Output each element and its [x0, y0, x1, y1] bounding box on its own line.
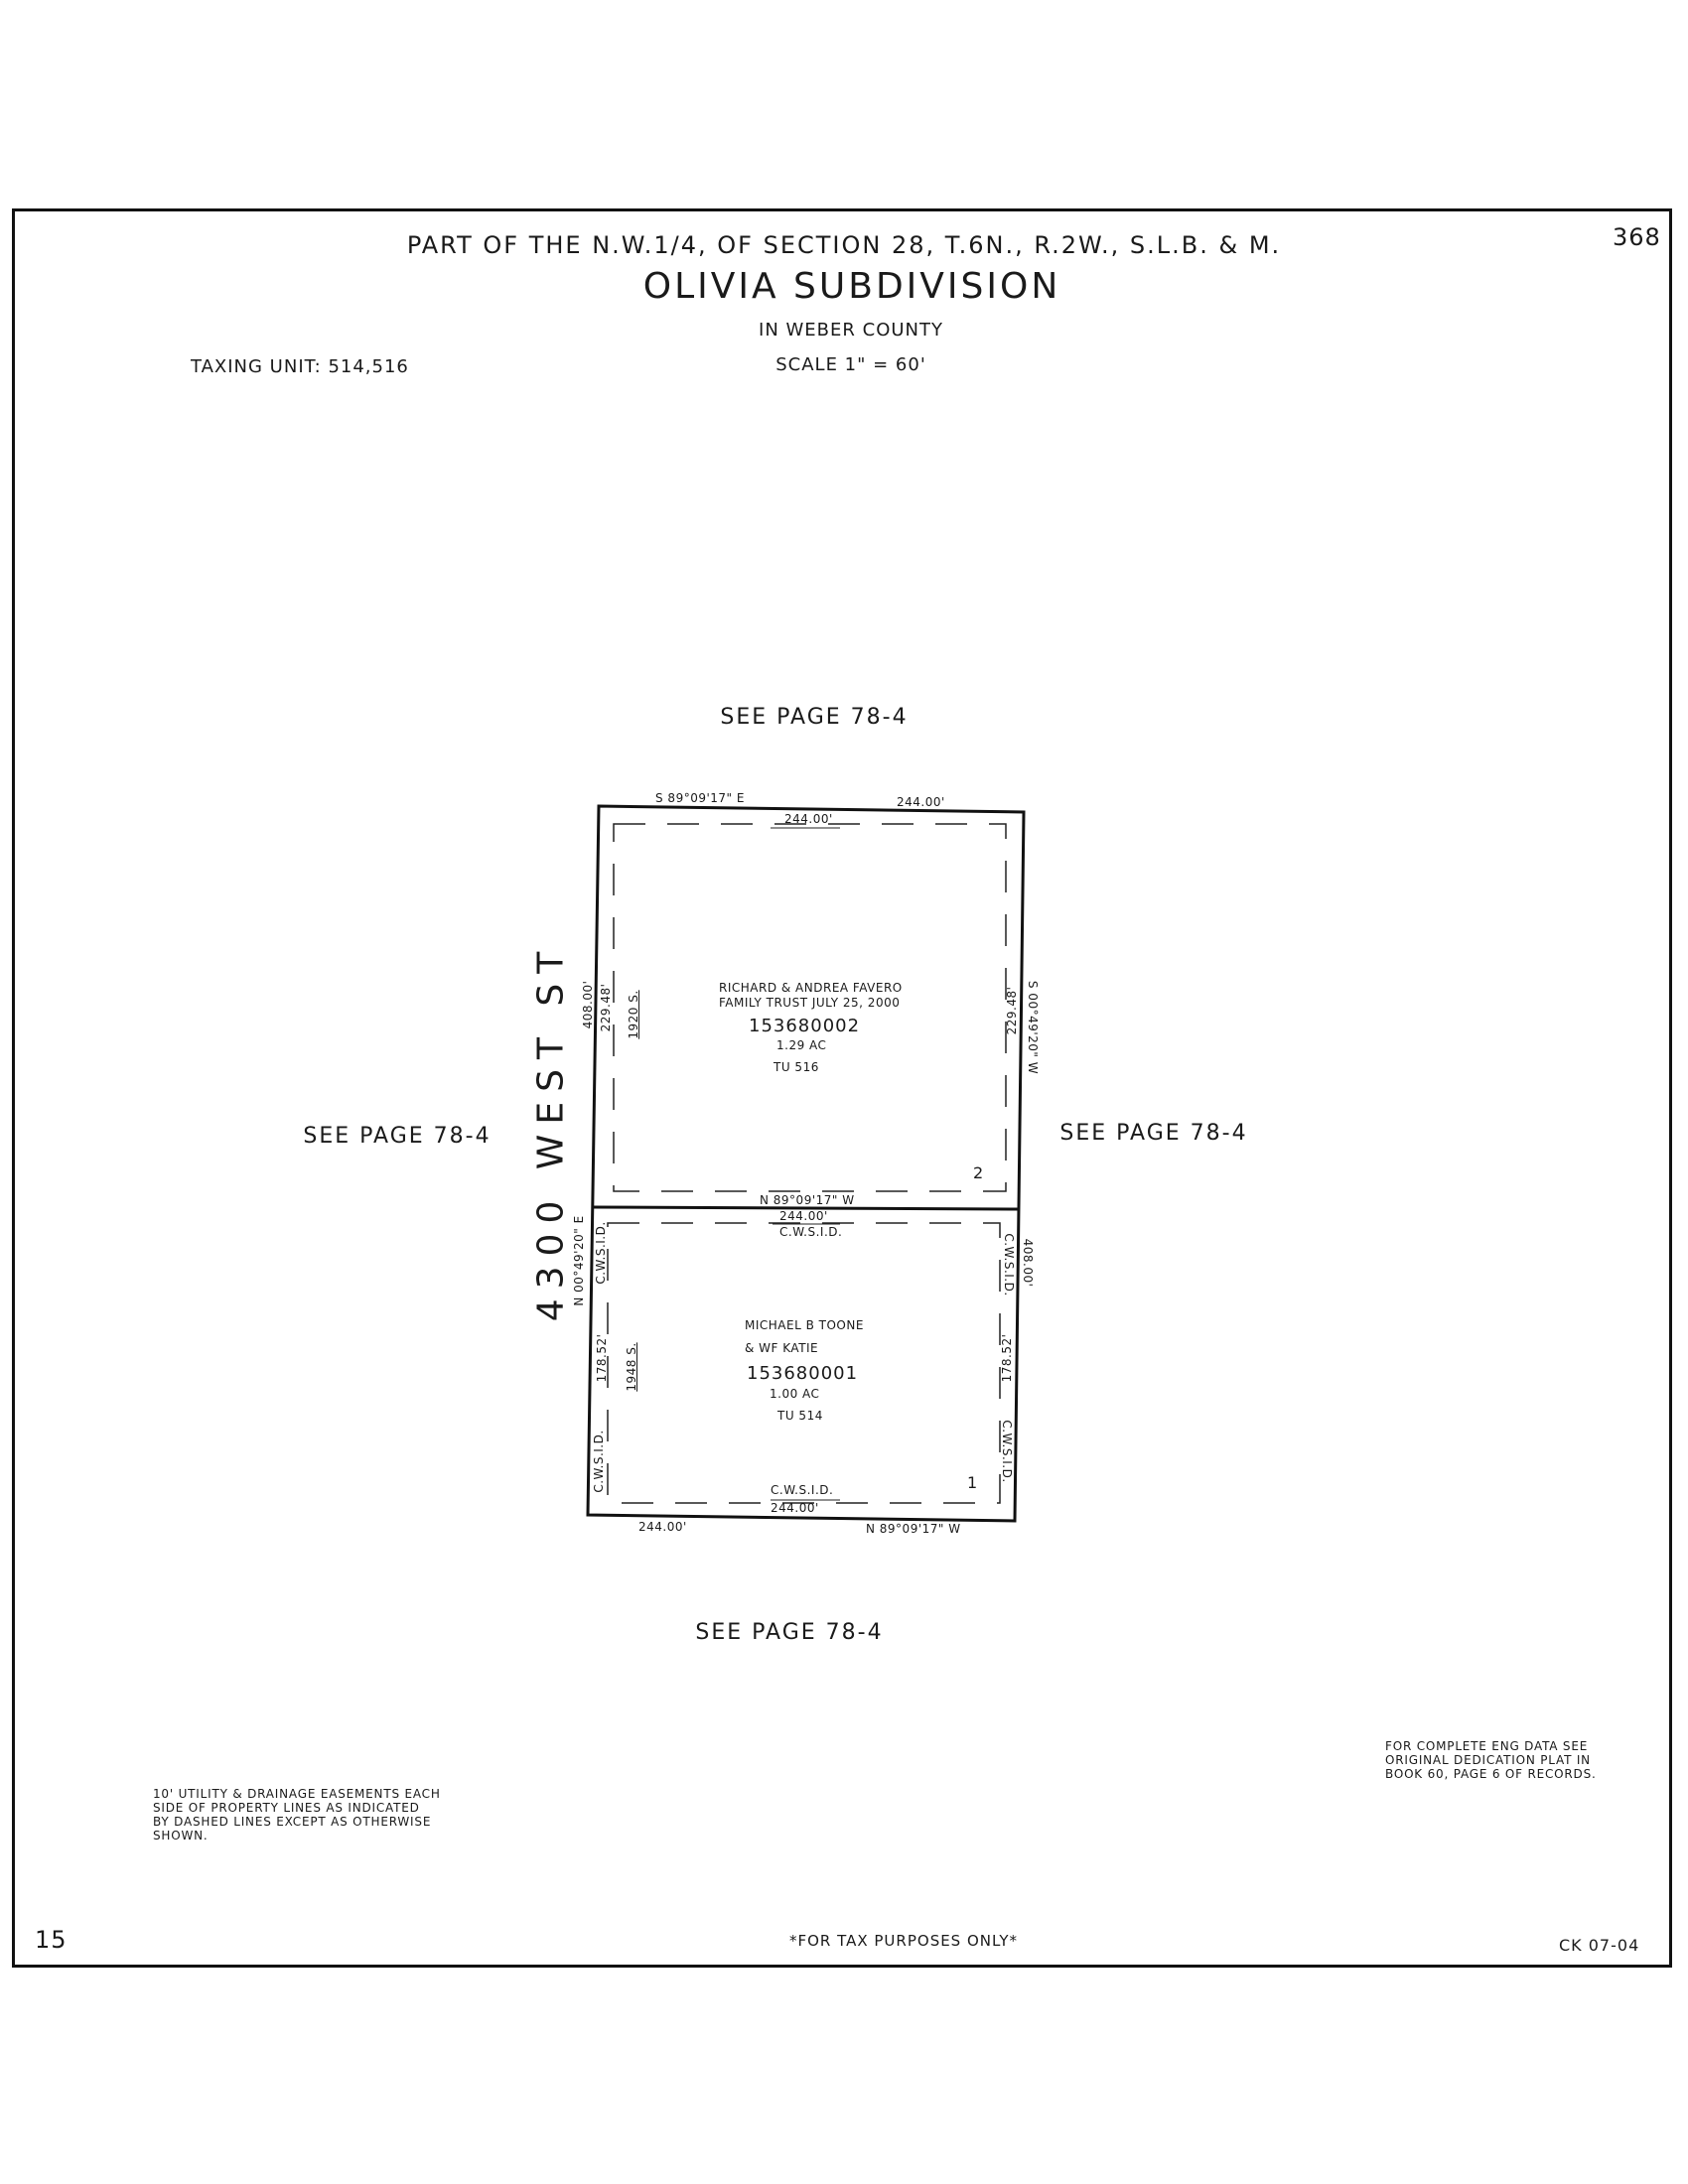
scale-label: SCALE 1" = 60': [775, 354, 926, 375]
middle-bearing-label: N 89°09'17" W: [760, 1193, 855, 1207]
easement-lot-1: [607, 1222, 1001, 1504]
west-total-distance: 408.00': [581, 980, 595, 1029]
west-cwsid-lower: C.W.S.I.D.: [592, 1430, 606, 1493]
county-label: IN WEBER COUNTY: [759, 320, 943, 341]
see-page-left: SEE PAGE 78-4: [303, 1124, 492, 1149]
check-code: CK 07-04: [1559, 1936, 1640, 1955]
easement-note: 10' UTILITY & DRAINAGE EASEMENTS EACH SI…: [153, 1787, 441, 1843]
south-cwsid-label: C.W.S.I.D.: [771, 1483, 834, 1497]
north-distance-outer: 244.00': [897, 795, 945, 809]
footer-left-number: 15: [35, 1926, 68, 1954]
lot-2-address: 1920 S.: [627, 990, 640, 1039]
lot-1-owner-line-1: MICHAEL B TOONE: [745, 1318, 864, 1332]
page-number: 368: [1613, 223, 1661, 251]
south-distance-inner: 244.00': [771, 1501, 819, 1515]
lot-2-acreage: 1.29 AC: [776, 1038, 827, 1052]
see-page-bottom: SEE PAGE 78-4: [695, 1620, 884, 1645]
lot-2-tax-unit: TU 516: [774, 1060, 819, 1074]
middle-cwsid-label: C.W.S.I.D.: [779, 1225, 843, 1239]
see-page-top: SEE PAGE 78-4: [720, 705, 909, 730]
parcel-outer-boundary: [586, 804, 1026, 1523]
north-bearing-label: S 89°09'17" E: [655, 791, 745, 805]
north-distance-inner: 244.00': [784, 812, 833, 826]
tax-purposes-note: *FOR TAX PURPOSES ONLY*: [788, 1932, 1019, 1950]
see-page-right: SEE PAGE 78-4: [1059, 1121, 1248, 1146]
east-total-distance: 408.00': [1021, 1238, 1035, 1288]
easement-note-line: SIDE OF PROPERTY LINES AS INDICATED: [153, 1801, 420, 1815]
easement-note-line: 10' UTILITY & DRAINAGE EASEMENTS EACH: [153, 1787, 441, 1801]
south-bearing-label: N 89°09'17" W: [866, 1522, 961, 1536]
west-bearing-label: N 00°49'20" E: [572, 1215, 586, 1306]
middle-distance-label: 244.00': [779, 1209, 828, 1223]
west-upper-distance: 229.48': [599, 983, 613, 1032]
taxing-unit-label: TAXING UNIT: 514,516: [191, 356, 409, 377]
lot-2-number: 2: [973, 1163, 985, 1182]
west-cwsid-upper: C.W.S.I.D.: [594, 1221, 608, 1285]
east-cwsid-upper: C.W.S.I.D.: [1002, 1233, 1016, 1297]
eng-data-note-line: ORIGINAL DEDICATION PLAT IN: [1385, 1753, 1591, 1767]
east-upper-distance: 229.48': [1005, 986, 1019, 1035]
lot-1-tax-unit: TU 514: [777, 1409, 823, 1423]
plat-sheet-border: [12, 208, 1672, 1968]
lot-1-parcel-id: 153680001: [747, 1363, 859, 1384]
east-bearing-label: S 00°49'20" W: [1026, 980, 1040, 1075]
subdivision-title: OLIVIA SUBDIVISION: [642, 266, 1061, 307]
easement-note-line: BY DASHED LINES EXCEPT AS OTHERWISE: [153, 1815, 432, 1829]
south-distance-outer: 244.00': [638, 1520, 687, 1534]
lot-2-owner-line-1: RICHARD & ANDREA FAVERO: [719, 981, 903, 995]
lot-1-address: 1948 S.: [625, 1342, 638, 1392]
eng-data-note-line: FOR COMPLETE ENG DATA SEE: [1385, 1739, 1589, 1753]
east-cwsid-lower: C.W.S.I.D.: [1000, 1420, 1014, 1483]
easement-note-line: SHOWN.: [153, 1829, 209, 1843]
plat-location-description: PART OF THE N.W.1/4, OF SECTION 28, T.6N…: [406, 231, 1282, 259]
eng-data-note: FOR COMPLETE ENG DATA SEE ORIGINAL DEDIC…: [1385, 1739, 1597, 1781]
lot-1-acreage: 1.00 AC: [770, 1387, 820, 1401]
lot-dividing-line: [592, 1205, 1020, 1211]
lot-1-owner-line-2: & WF KATIE: [745, 1341, 819, 1355]
lot-2-owner-line-2: FAMILY TRUST JULY 25, 2000: [719, 996, 901, 1010]
west-lower-distance: 178.52': [595, 1333, 609, 1383]
lot-1-number: 1: [967, 1473, 979, 1492]
east-lower-distance: 178.52': [1000, 1333, 1014, 1383]
lot-2-parcel-id: 153680002: [749, 1016, 861, 1036]
eng-data-note-line: BOOK 60, PAGE 6 OF RECORDS.: [1385, 1767, 1597, 1781]
